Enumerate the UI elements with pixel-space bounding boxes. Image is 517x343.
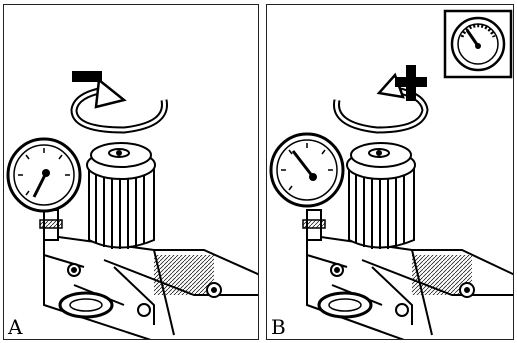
panel-b: B xyxy=(266,4,514,340)
minus-icon xyxy=(72,71,102,82)
regulator-illustration-a xyxy=(4,5,259,340)
regulator-knob xyxy=(87,143,155,249)
panel-label-a: A xyxy=(8,317,22,337)
pressure-gauge-icon xyxy=(8,139,80,211)
panel-label-b: B xyxy=(271,317,286,337)
pressure-gauge-icon xyxy=(271,134,343,206)
regulator-knob xyxy=(347,143,415,249)
regulator-illustration-b xyxy=(267,5,514,340)
pump-body xyxy=(44,235,259,340)
panel-a: A xyxy=(3,4,259,340)
rotate-counterclockwise-arrow xyxy=(74,80,165,130)
pump-body xyxy=(307,235,514,340)
inset-gauge-box xyxy=(445,11,511,77)
